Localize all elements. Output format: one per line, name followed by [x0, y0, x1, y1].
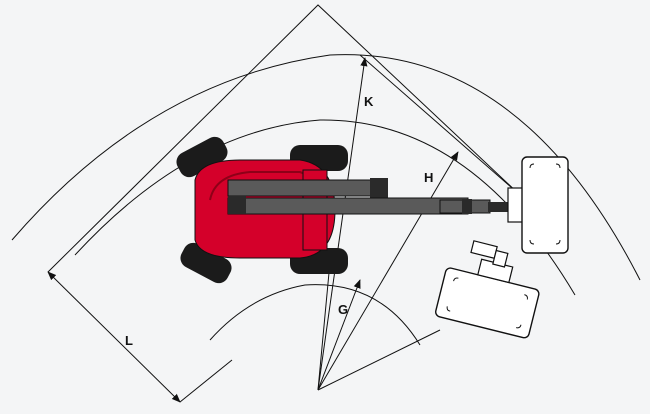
- tire-rear-top: [176, 136, 228, 178]
- outer-envelope: [47, 4, 521, 273]
- platform-alt-position: [435, 240, 540, 339]
- reach-line-left: [317, 261, 331, 391]
- reach-line-right-bottom: [317, 329, 441, 391]
- boom-pivot: [228, 196, 246, 214]
- jib: [488, 202, 510, 212]
- boom-joint: [462, 199, 472, 214]
- platform-corner-3: [529, 239, 535, 245]
- reach-line-k: [317, 57, 368, 391]
- label-h: H: [424, 170, 433, 185]
- inner-range-arc: [209, 284, 421, 346]
- alt-platform-corner-2: [524, 294, 528, 300]
- envelope-left-line: [47, 4, 521, 273]
- envelope-right-line: [359, 54, 521, 196]
- reach-line-g: [317, 279, 361, 391]
- label-l: L: [125, 333, 133, 348]
- alt-platform-corner-1: [453, 277, 459, 282]
- boom-main: [227, 197, 469, 215]
- boom-cylinder: [370, 178, 388, 198]
- dimension-l-line: [47, 271, 181, 403]
- platform-corner-4: [555, 239, 561, 245]
- alt-platform-corner-4: [516, 324, 522, 329]
- dimension-l: [47, 271, 233, 403]
- tire-rear-bottom: [180, 242, 232, 284]
- dimension-l-extension: [179, 359, 233, 403]
- work-platform: [521, 156, 569, 254]
- platform-corner-1: [529, 163, 535, 169]
- label-k: K: [364, 94, 374, 109]
- alt-jib-link: [492, 249, 509, 268]
- platform-corner-2: [555, 163, 561, 169]
- label-g: G: [338, 302, 348, 317]
- alt-platform-corner-3: [446, 306, 451, 312]
- reach-lines: [317, 54, 521, 391]
- boom-base: [227, 179, 384, 197]
- alt-jib: [470, 240, 498, 260]
- reach-line-h: [317, 151, 459, 391]
- machine-top-view: [176, 136, 569, 284]
- alt-platform: [435, 267, 540, 339]
